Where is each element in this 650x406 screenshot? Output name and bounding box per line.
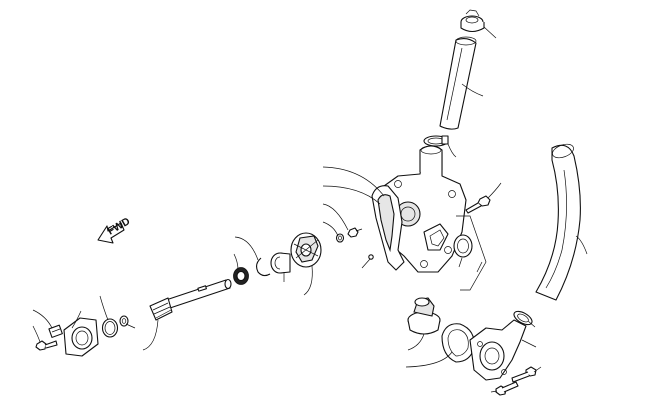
pump-shaft — [149, 278, 232, 321]
snap-ring — [255, 257, 271, 277]
bracket-16 — [456, 215, 487, 291]
water-pump-housing — [383, 145, 467, 273]
o-ring-4 — [101, 318, 119, 338]
lower-hose — [535, 143, 581, 301]
thermostat-housing — [469, 319, 527, 381]
fwd-arrow-icon: FWD — [97, 215, 133, 244]
hose-clamp-upper — [423, 135, 449, 147]
pump-cover — [63, 317, 99, 357]
bearing — [233, 267, 249, 285]
bolt-upper — [465, 195, 491, 214]
bolt-12 — [347, 227, 363, 238]
mechanical-seal — [270, 252, 291, 274]
bolt-bottom — [495, 381, 519, 396]
fitting-2 — [48, 324, 63, 338]
thermostat — [407, 297, 441, 335]
bolt-22 — [511, 366, 537, 383]
pump-gasket — [371, 185, 405, 271]
impeller — [290, 232, 322, 268]
leader-lines — [32, 26, 588, 393]
fwd-label: FWD — [106, 215, 133, 238]
thermostat-gasket — [441, 323, 475, 363]
washer-5 — [119, 315, 129, 327]
washer-11 — [335, 233, 345, 243]
o-ring-17 — [453, 234, 473, 258]
bolt-left — [35, 340, 58, 351]
radiator-cap — [460, 9, 485, 33]
small-bolt-15 — [368, 254, 374, 260]
upper-hose — [439, 36, 477, 130]
